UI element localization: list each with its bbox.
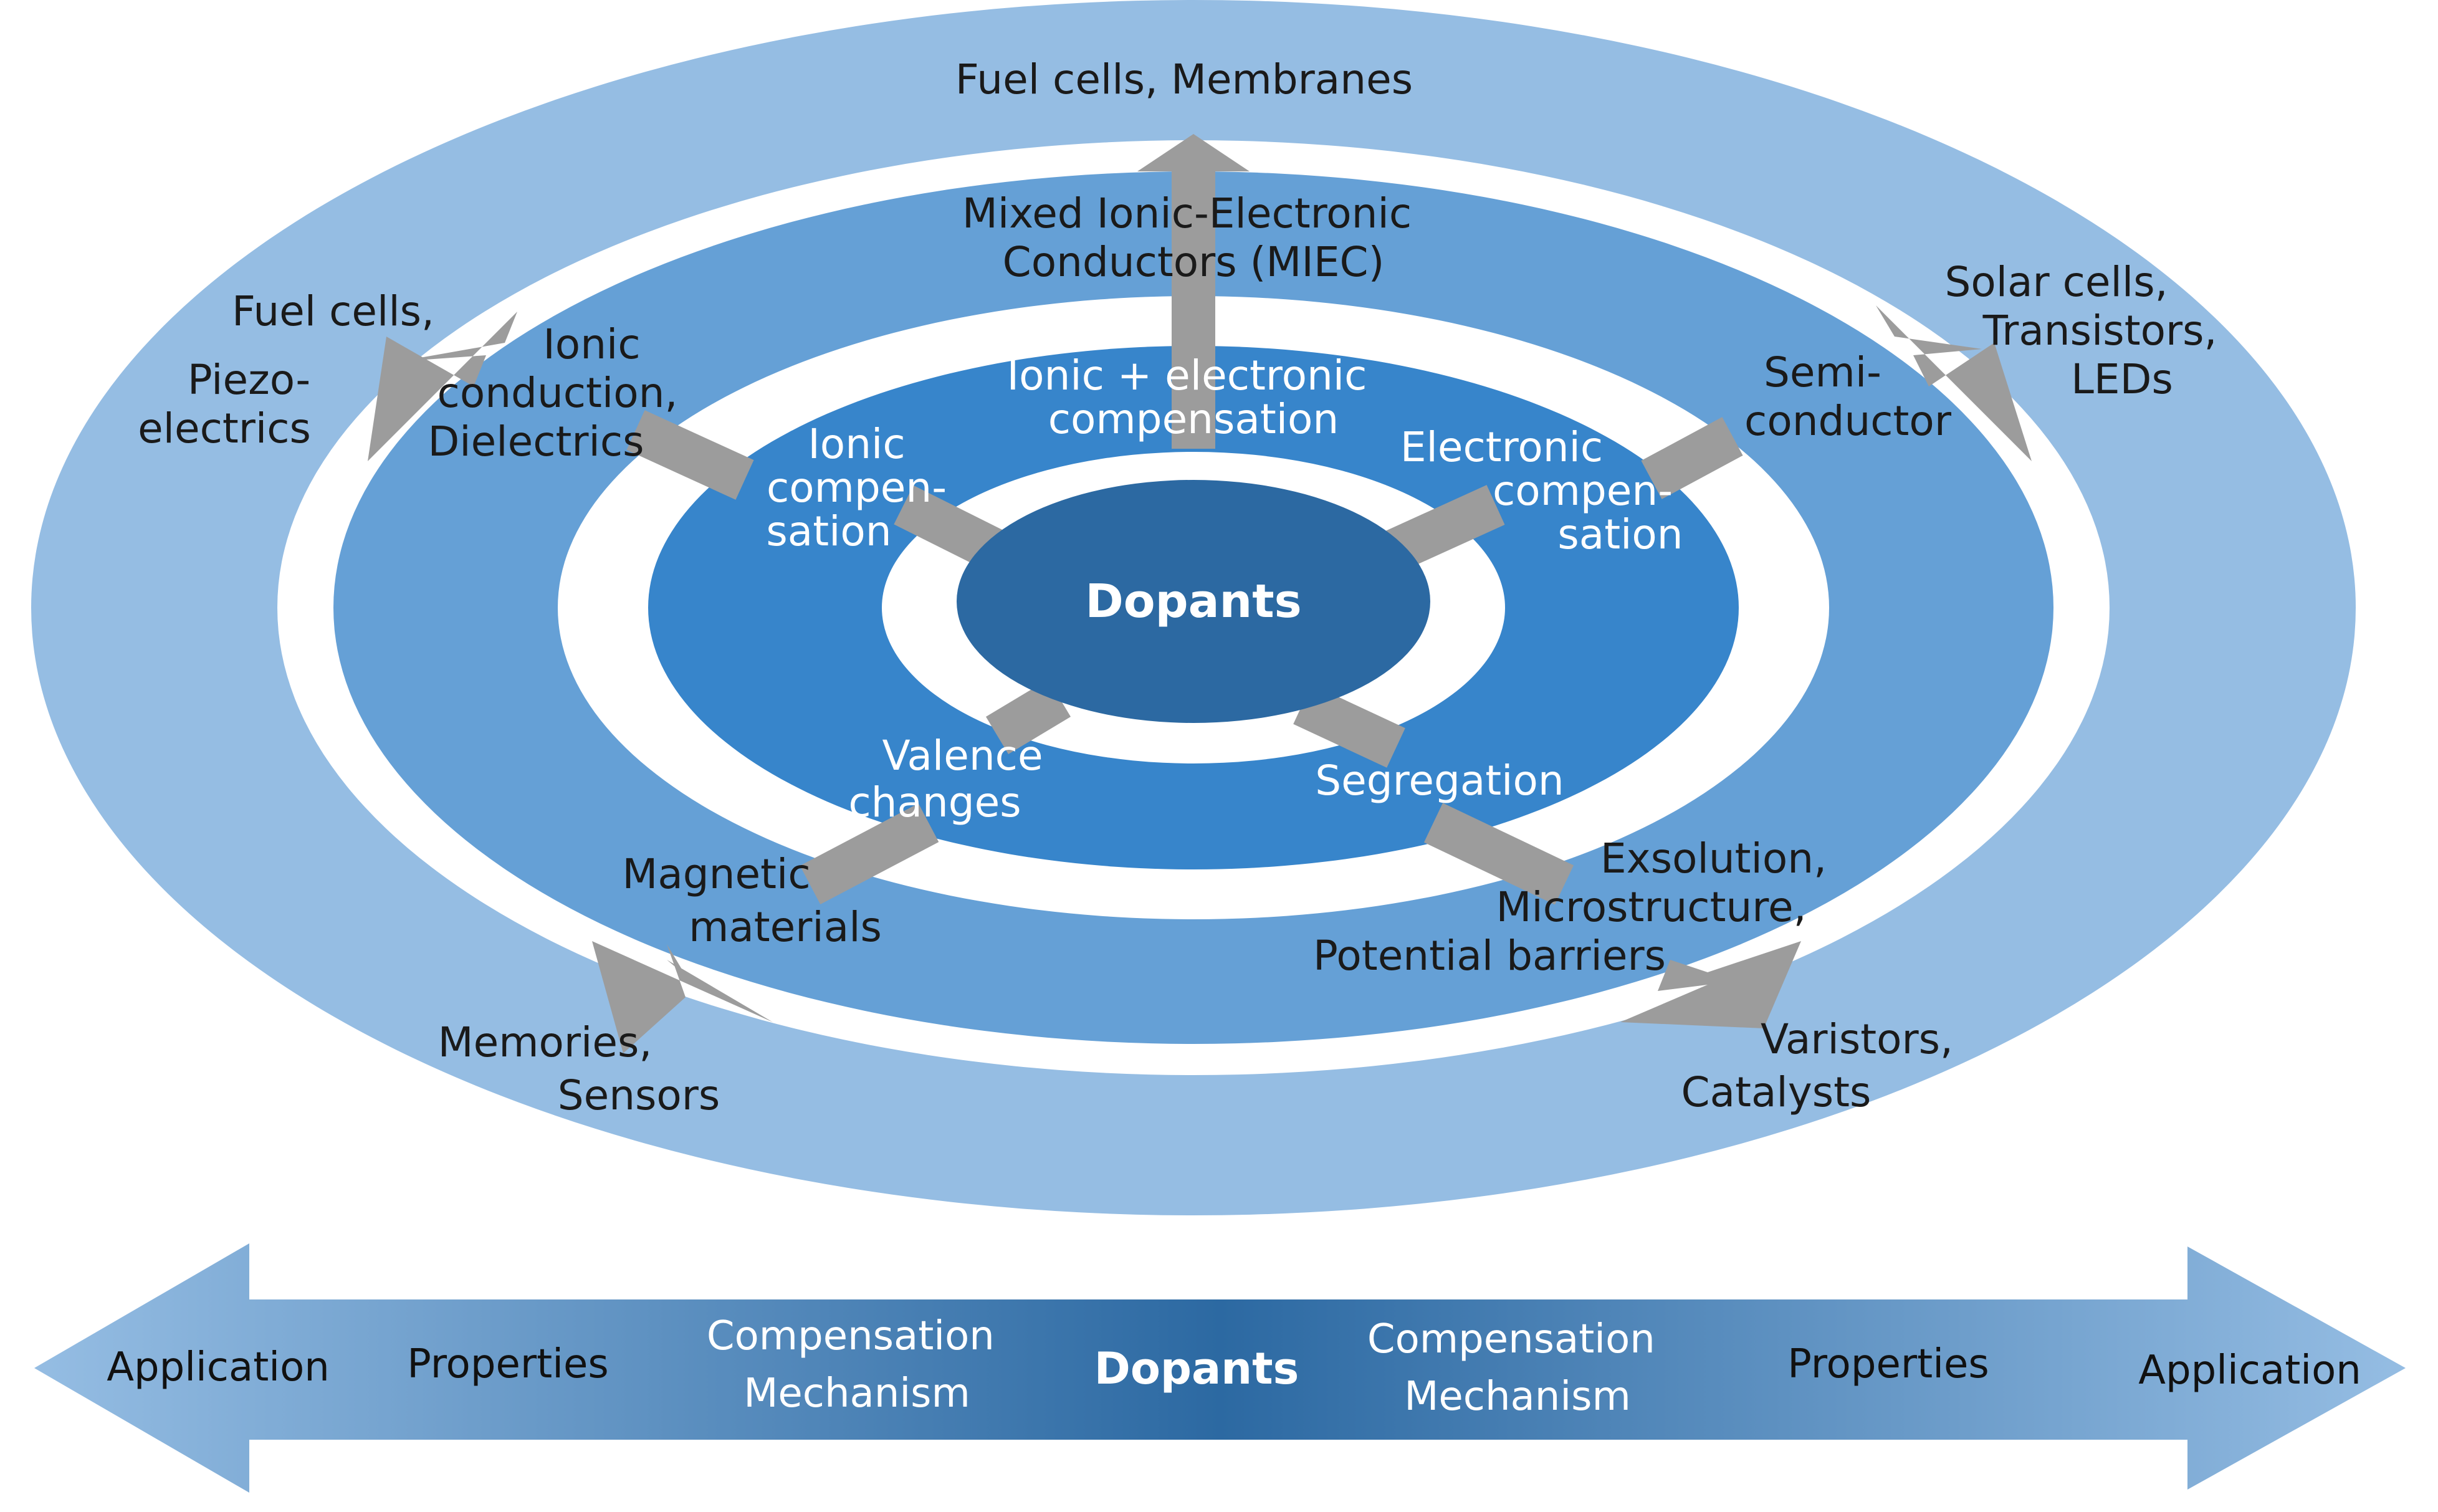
mechanism-ionic: Ionic compen- sation xyxy=(766,420,960,555)
arrow-down-right-icon xyxy=(1620,941,1801,1028)
core-dopants xyxy=(957,480,1430,723)
property-exsolution: Exsolution, Microstructure, Potential ba… xyxy=(1313,835,1840,980)
connector-semiconductor xyxy=(1641,417,1743,499)
arrow-down-left-icon xyxy=(592,941,773,1053)
application-lower-left: Memories, Sensors xyxy=(438,1018,720,1119)
middle-connectors xyxy=(626,333,1743,905)
outer-arrows xyxy=(368,134,2032,1053)
arrow-up-left-icon xyxy=(368,312,517,461)
property-miec: Mixed Ionic-Electronic Conductors (MIEC) xyxy=(962,189,1425,286)
connector-magnetic xyxy=(800,803,939,904)
connector-segregation xyxy=(1293,684,1405,768)
scale-bar-arrow xyxy=(34,1243,2406,1493)
mechanism-ionic-electronic: Ionic + electronic compensation xyxy=(1007,352,1380,443)
property-ionic-conduction: Ionic conduction, Dielectrics xyxy=(428,320,691,466)
application-lower-right: Varistors, Catalysts xyxy=(1681,1015,1966,1116)
mechanism-segregation: Segregation xyxy=(1315,757,1564,805)
application-upper-left: Fuel cells, Piezo- electrics xyxy=(138,287,447,452)
core-label: Dopants xyxy=(1085,575,1301,628)
connector-valence-changes xyxy=(985,679,1071,755)
arrow-up-icon xyxy=(1137,134,1250,337)
property-magnetic: Magnetic materials xyxy=(622,850,882,951)
bar-left-application: Application xyxy=(107,1344,330,1390)
arrow-up-right-icon xyxy=(1876,305,2032,461)
bar-center-dopants: Dopants xyxy=(1094,1343,1299,1394)
mechanism-electronic: Electronic compen- sation xyxy=(1400,423,1686,558)
bar-right-properties: Properties xyxy=(1787,1341,1989,1387)
property-semiconductor: Semi- conductor xyxy=(1744,348,1952,445)
connector-exsolution xyxy=(1423,803,1574,905)
bar-left-mechanism: Compensation Mechanism xyxy=(707,1313,1007,1417)
bar-left-properties: Properties xyxy=(407,1341,608,1387)
connector-ionic-conduction xyxy=(626,410,754,500)
application-top: Fuel cells, Membranes xyxy=(955,55,1413,103)
bar-right-application: Application xyxy=(2138,1347,2361,1394)
mechanism-valence: Valence changes xyxy=(848,732,1056,826)
application-upper-right: Solar cells, Transistors, LEDs xyxy=(1944,258,2230,403)
bar-right-mechanism: Compensation Mechanism xyxy=(1367,1316,1668,1420)
